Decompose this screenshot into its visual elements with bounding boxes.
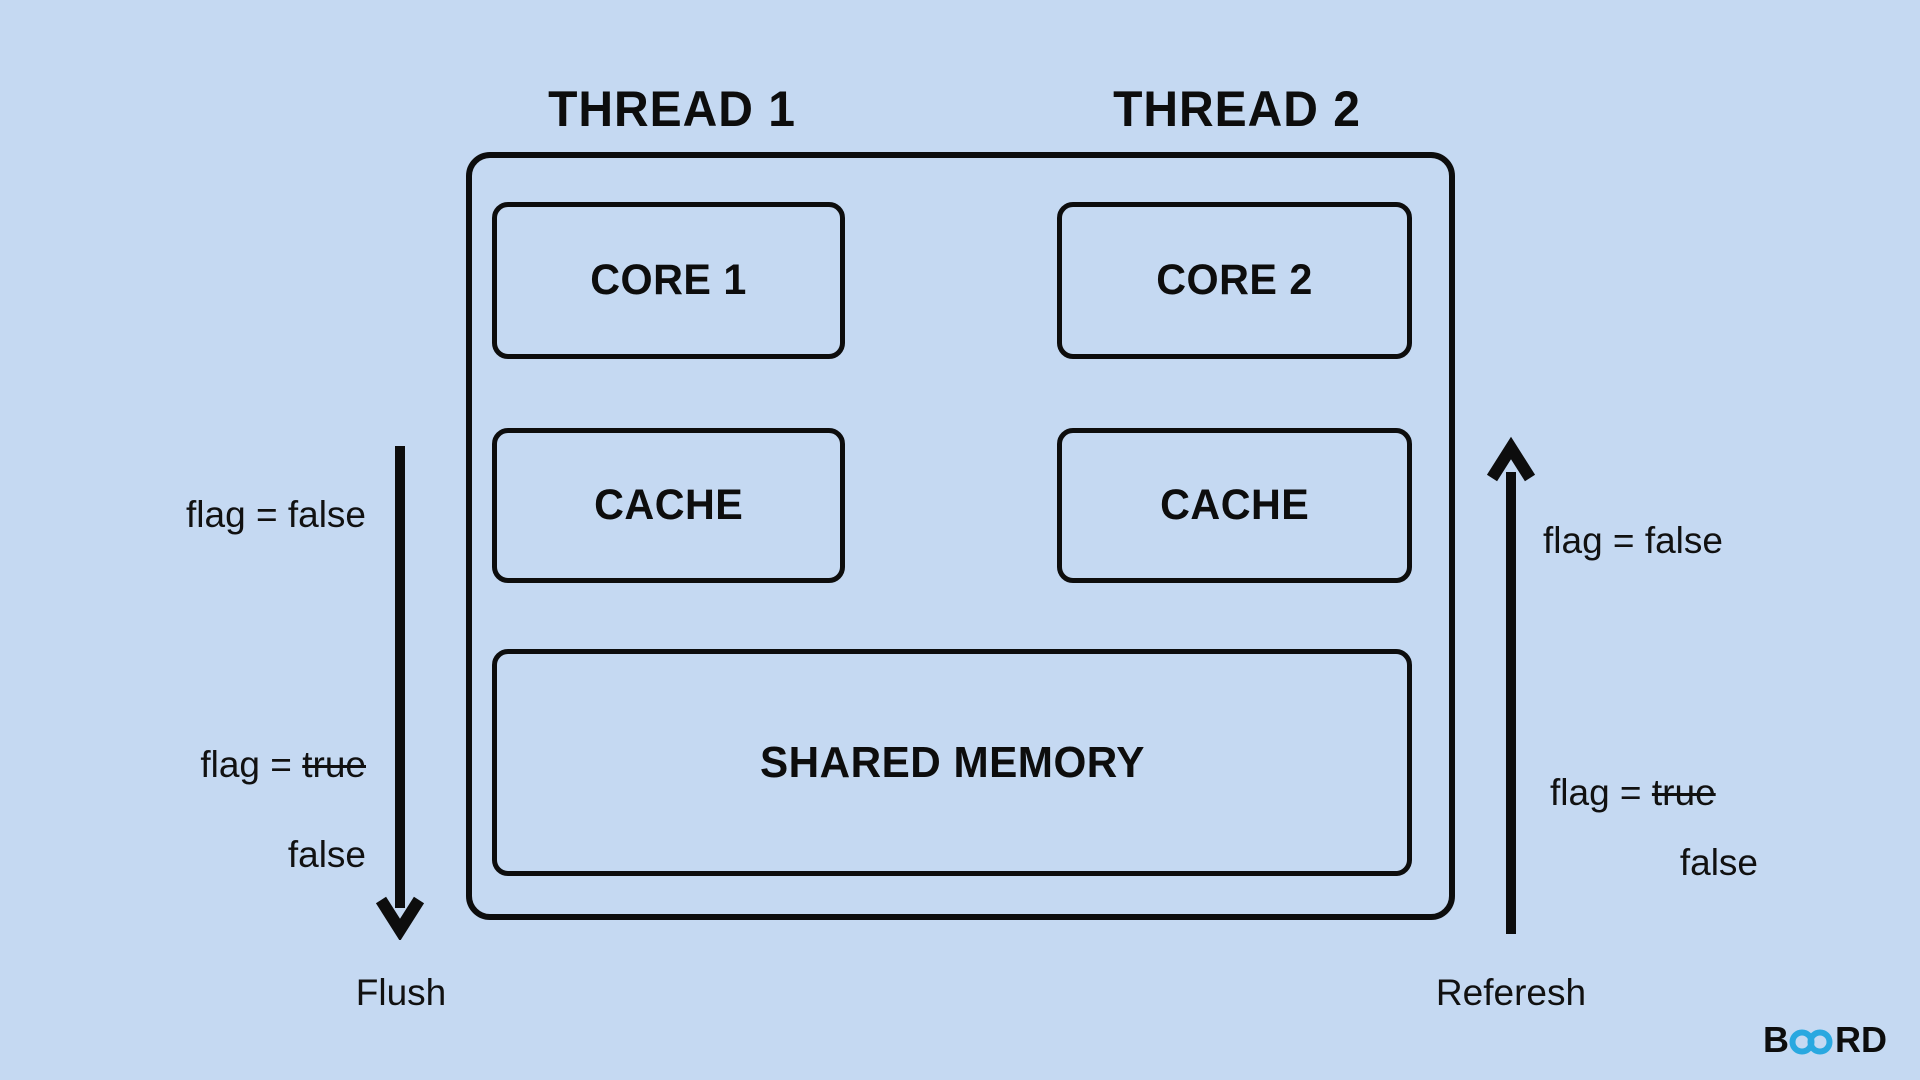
left-flag-initial-label: flag = false xyxy=(186,494,366,535)
refresh-arrow-icon xyxy=(1486,436,1536,934)
right-flag-new-value-label: false xyxy=(1679,842,1758,883)
refresh-action-label: Referesh xyxy=(1435,972,1587,1013)
core-1-label: CORE 1 xyxy=(590,256,747,304)
system-box xyxy=(466,152,1455,920)
board-logo: B RD xyxy=(1763,1022,1887,1058)
right-flag-update-label: flag =true xyxy=(1550,772,1716,814)
shared-memory-box: SHARED MEMORY xyxy=(492,649,1412,876)
shared-memory-label: SHARED MEMORY xyxy=(759,737,1145,787)
left-flag-new-value-label: false xyxy=(287,834,366,875)
left-flag-update-prefix: flag = xyxy=(200,744,292,785)
core-1-box: CORE 1 xyxy=(492,202,845,359)
flush-arrow-icon xyxy=(375,446,425,940)
left-flag-old-value: true xyxy=(302,744,366,785)
right-flag-update-prefix: flag = xyxy=(1550,772,1642,813)
right-flag-initial-label: flag = false xyxy=(1543,520,1723,561)
logo-infinity-icon xyxy=(1789,1029,1833,1055)
thread-2-title: THREAD 2 xyxy=(1113,81,1361,137)
logo-suffix: RD xyxy=(1835,1019,1887,1060)
logo-prefix: B xyxy=(1763,1019,1789,1060)
core-2-label: CORE 2 xyxy=(1156,256,1313,304)
thread-1-title: THREAD 1 xyxy=(548,81,796,137)
cache-2-box: CACHE xyxy=(1057,428,1412,583)
core-2-box: CORE 2 xyxy=(1057,202,1412,359)
cache-1-box: CACHE xyxy=(492,428,845,583)
flush-action-label: Flush xyxy=(355,972,447,1013)
cache-1-label: CACHE xyxy=(593,481,744,529)
right-flag-old-value: true xyxy=(1651,772,1716,813)
left-flag-update-label: flag =true xyxy=(200,744,366,786)
cache-2-label: CACHE xyxy=(1159,481,1310,529)
